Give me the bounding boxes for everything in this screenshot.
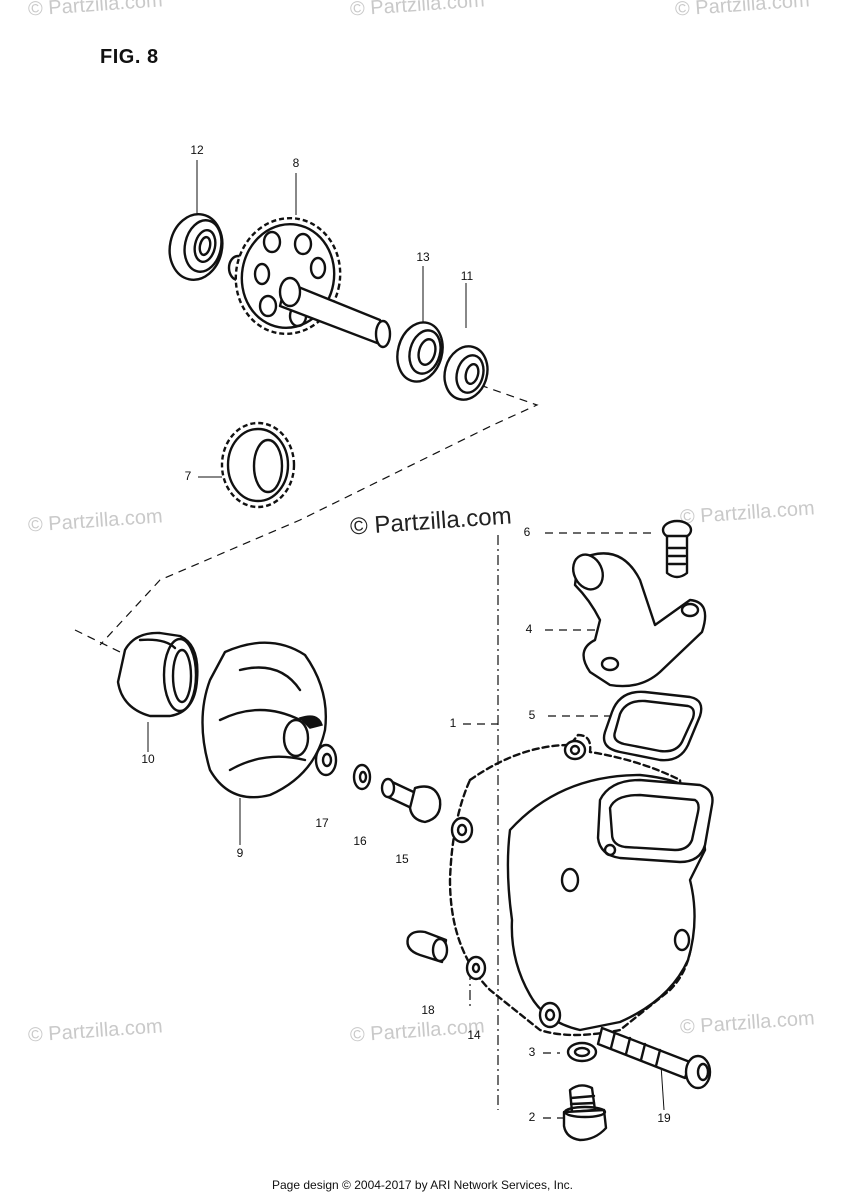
callout-2: 2 bbox=[528, 1110, 536, 1124]
callout-14: 14 bbox=[467, 1028, 481, 1042]
part-15-bolt bbox=[380, 777, 442, 824]
part-11-oil-seal bbox=[443, 345, 489, 401]
callout-10: 10 bbox=[141, 752, 155, 766]
callout-17: 17 bbox=[315, 816, 329, 830]
callout-8: 8 bbox=[292, 156, 300, 170]
callout-6: 6 bbox=[523, 525, 531, 539]
callout-15: 15 bbox=[395, 852, 409, 866]
part-17-washer bbox=[314, 743, 338, 777]
part-18-dowel bbox=[406, 930, 449, 964]
part-7-small-gear bbox=[220, 421, 296, 509]
part-13-bearing bbox=[396, 321, 444, 383]
callout-9: 9 bbox=[236, 846, 244, 860]
part-5-gasket bbox=[602, 690, 703, 762]
part-3-washer bbox=[566, 1041, 598, 1063]
part-1-pump-body bbox=[448, 733, 714, 1037]
callout-5: 5 bbox=[528, 708, 536, 722]
footer-copyright: Page design © 2004-2017 by ARI Network S… bbox=[271, 1178, 573, 1192]
part-19-long-bolt bbox=[596, 1026, 712, 1090]
part-2-drain-plug bbox=[562, 1084, 608, 1142]
callout-4: 4 bbox=[525, 622, 533, 636]
callout-1: 1 bbox=[449, 716, 457, 730]
part-12-bearing bbox=[168, 213, 224, 281]
part-8-gear-shaft bbox=[227, 216, 392, 349]
callout-3: 3 bbox=[528, 1045, 536, 1059]
callout-7: 7 bbox=[184, 469, 192, 483]
callout-19: 19 bbox=[657, 1111, 671, 1125]
callout-16: 16 bbox=[353, 834, 367, 848]
figure-title: FIG. 8 bbox=[100, 46, 159, 68]
callout-12: 12 bbox=[190, 143, 204, 157]
part-9-impeller bbox=[201, 641, 327, 799]
part-4-elbow bbox=[572, 552, 707, 688]
part-16-washer bbox=[352, 763, 372, 791]
callout-11: 11 bbox=[460, 269, 474, 283]
part-6-bolt bbox=[661, 519, 693, 579]
part-10-seal bbox=[116, 631, 199, 718]
callout-18: 18 bbox=[421, 1003, 435, 1017]
callout-13: 13 bbox=[416, 250, 430, 264]
